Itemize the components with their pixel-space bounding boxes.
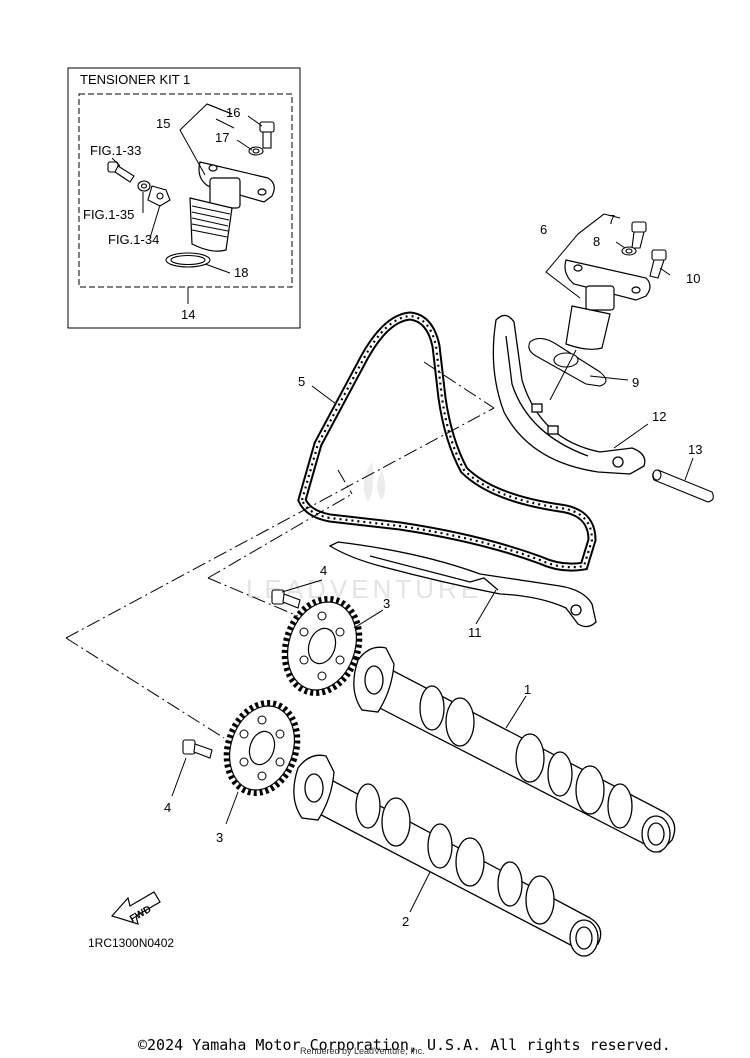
washer-fig135-icon	[137, 180, 151, 192]
copyright-notice: ©2024 Yamaha Motor Corporation, U.S.A. A…	[138, 1036, 671, 1054]
camshaft-1	[353, 646, 676, 853]
callout-16: 16	[226, 105, 240, 120]
callout-3-lower: 3	[216, 830, 223, 845]
camshaft2-leader	[409, 871, 431, 913]
rendered-by-notice: Rendered by LeadVenture, Inc.	[300, 1046, 425, 1056]
kit-leaders	[111, 103, 263, 274]
bolt-16-icon	[259, 121, 275, 149]
cam-chain-5	[297, 311, 597, 572]
bolt-fig133-icon	[107, 161, 135, 183]
chain-guide-11	[328, 541, 597, 628]
callout-1: 1	[524, 682, 531, 697]
washer-8-icon	[621, 246, 637, 256]
sprocket-leaders	[171, 579, 384, 825]
ref-fig134: FIG.1-34	[108, 232, 159, 247]
bolt-7-icon	[631, 221, 647, 249]
guide-pin-13-icon	[652, 469, 714, 503]
callout-18: 18	[234, 265, 248, 280]
guide11-leader	[475, 589, 497, 625]
fwd-arrow-icon: FWD	[110, 891, 161, 925]
gasket-9-icon	[528, 337, 607, 387]
guide-leaders	[613, 423, 694, 481]
sprocket-bolt-upper-icon	[271, 589, 301, 609]
ref-fig133: FIG.1-33	[90, 143, 141, 158]
camshaft1-leader	[505, 695, 527, 729]
alignment-lines	[65, 361, 495, 739]
cam-chain-tensioner	[564, 259, 651, 350]
callout-8: 8	[593, 234, 600, 249]
callout-11: 11	[468, 625, 482, 640]
tensioner-leaders	[545, 213, 671, 401]
callout-14: 14	[181, 307, 195, 322]
cap-fig134-icon	[147, 185, 171, 207]
callout-12: 12	[652, 409, 666, 424]
cam-sprocket-lower	[223, 700, 301, 796]
ref-fig135: FIG.1-35	[83, 207, 134, 222]
callout-9: 9	[632, 375, 639, 390]
washer-17-icon	[248, 146, 264, 156]
callout-5: 5	[298, 374, 305, 389]
callout-3-upper: 3	[383, 596, 390, 611]
kit-title: TENSIONER KIT 1	[80, 72, 190, 87]
callout-13: 13	[688, 442, 702, 457]
callout-6: 6	[540, 222, 547, 237]
bolt-10-icon	[649, 249, 667, 279]
kit-tensioner	[189, 161, 275, 252]
callout-4-upper: 4	[320, 563, 327, 578]
gasket-18-icon	[165, 252, 211, 268]
callout-15: 15	[156, 116, 170, 131]
camshaft-2	[293, 754, 602, 957]
callout-4-lower: 4	[164, 800, 171, 815]
diagram-code: 1RC1300N0402	[88, 936, 174, 950]
callout-7: 7	[608, 212, 615, 227]
tensioner-kit-box: TENSIONER KIT 1 14	[67, 67, 301, 329]
callout-10: 10	[686, 271, 700, 286]
chain-leader	[311, 385, 337, 405]
chain-guide-12	[492, 314, 646, 475]
callout-2: 2	[402, 914, 409, 929]
cam-sprocket-upper	[281, 596, 363, 696]
sprocket-bolt-lower-icon	[182, 739, 213, 759]
callout-17: 17	[215, 130, 229, 145]
